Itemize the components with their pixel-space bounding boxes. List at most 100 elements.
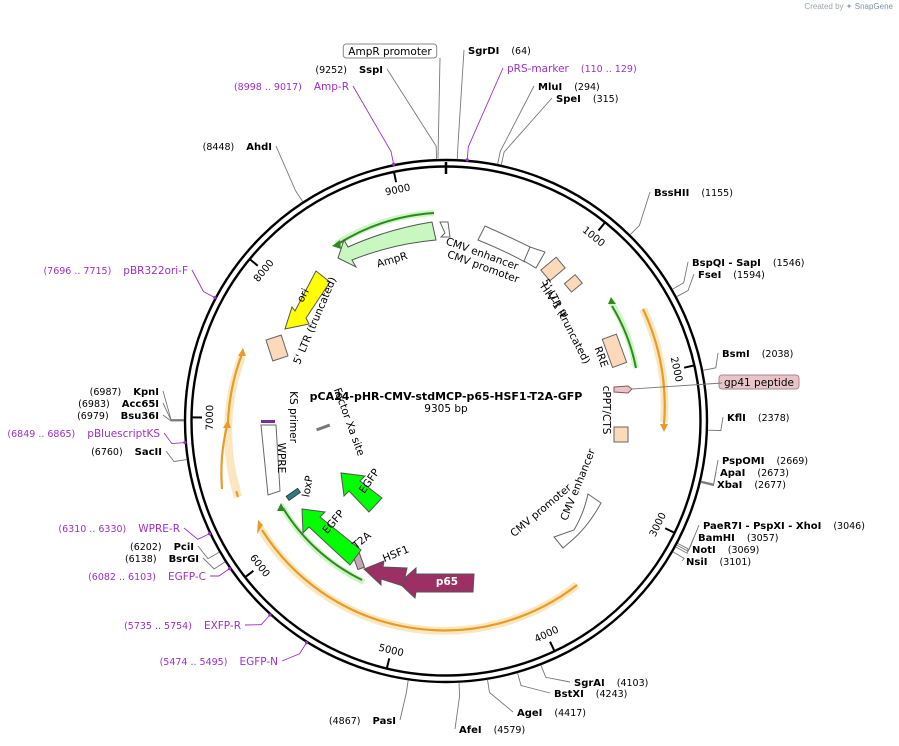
primer-name: EGFP-N (239, 656, 278, 668)
boxed-label-frame (342, 43, 438, 59)
orf-arc-left2 (223, 424, 241, 493)
site-position: (6202) (130, 542, 162, 553)
site-leader-line (197, 545, 220, 560)
site-position: (6979) (77, 411, 109, 422)
site-position: (2038) (762, 349, 794, 360)
primer-mark (207, 532, 212, 536)
snapgene-credit: Created by ✦ SnapGene (804, 2, 893, 11)
site-position: (4243) (596, 689, 628, 700)
site-name: FseI (698, 270, 721, 281)
site-name: BspQI - SapI (692, 258, 761, 269)
site-leader-line (454, 682, 461, 730)
site-lines (162, 49, 724, 730)
site-leader-line (162, 390, 185, 420)
tick-mark (549, 641, 556, 652)
primer-position: (8998 .. 9017) (234, 82, 302, 93)
primer-name: Amp-R (314, 81, 349, 93)
site-name: SpeI (556, 94, 581, 105)
primer-mark (183, 440, 187, 445)
primer-leader-line (352, 85, 395, 165)
orf-arrowhead (660, 424, 668, 432)
primer-name: WPRE-R (138, 523, 180, 535)
primer-position: (5735 .. 5754) (124, 621, 192, 632)
tick-mark (683, 364, 695, 369)
ori-feature (284, 270, 331, 330)
site-position: (2378) (758, 413, 790, 424)
site-position: (3046) (833, 521, 865, 532)
primer-mark (268, 613, 272, 617)
site-position: (4417) (554, 708, 586, 719)
site-leader-line (676, 273, 695, 298)
site-position: (294) (574, 82, 600, 93)
site-position: (4579) (494, 725, 526, 736)
primer-name: pBR322ori-F (123, 265, 188, 277)
site-name: SgrDI (468, 46, 499, 57)
site-name: PspOMI (722, 456, 764, 467)
primer-mark (304, 641, 309, 645)
ampr-arrowhead (332, 240, 341, 249)
boxed-labels: AmpR promoter gp41 peptide (342, 43, 800, 390)
green-arrowhead (608, 297, 616, 304)
ampr-outer-arc-line (337, 212, 435, 245)
green-arc-right-line (611, 305, 637, 369)
site-name: SspI (359, 65, 383, 76)
site-position: (1155) (701, 188, 733, 199)
ltr-right-box (563, 273, 583, 293)
site-position: (2673) (757, 468, 789, 479)
site-position: (3057) (747, 533, 779, 544)
site-leader-line (707, 416, 724, 432)
primer-leader-line (163, 432, 185, 445)
tick-mark (664, 527, 675, 534)
feature-label: KS primer (287, 391, 299, 443)
primer-position: (6849 .. 6865) (7, 429, 75, 440)
plasmid-size: 9305 bp (424, 403, 468, 415)
gp41-leader-line (631, 382, 723, 390)
primer-name: pBluescriptKS (87, 428, 160, 440)
site-name: NotI (692, 545, 716, 556)
boxed-label-text: AmpR promoter (348, 46, 432, 58)
site-name: KpnI (133, 387, 159, 398)
feature-label: ori (295, 287, 312, 305)
site-name: BssHII (654, 188, 689, 199)
site-position: (6987) (90, 387, 122, 398)
tick-label: 7000 (205, 405, 216, 431)
egfp-lower-feature (301, 508, 362, 566)
site-labels: SgrDI(64)MluI(294)SpeI(315)BssHII(1155)B… (7, 46, 864, 736)
primer-position: (6310 .. 6330) (58, 524, 126, 535)
site-position: (9252) (315, 65, 347, 76)
tick-label: 6000 (247, 553, 271, 580)
feature-shapes (260, 221, 633, 600)
orf-arc-2000-line (642, 308, 666, 425)
site-leader-line (162, 402, 185, 421)
p65-feature (398, 566, 475, 600)
boxed-label-frame (718, 374, 800, 390)
primer-mark (392, 162, 396, 166)
site-name: SgrAI (574, 678, 605, 689)
site-leader-line (497, 85, 535, 165)
site-leader-line (202, 557, 226, 570)
tick-mark (244, 569, 254, 578)
site-leader-line (672, 261, 689, 290)
gp41-shape (613, 385, 633, 394)
tick-label: 1000 (580, 225, 607, 249)
tick-label: 2000 (668, 356, 684, 383)
primer-position: (6082 .. 6103) (88, 572, 156, 583)
site-position: (6138) (125, 554, 157, 565)
tick-mark (249, 258, 259, 267)
orf-arrowhead (223, 420, 231, 428)
site-name: XbaI (717, 480, 742, 491)
site-leader-line (165, 450, 187, 462)
primer-position: (5474 .. 5495) (160, 657, 228, 668)
site-position: (8448) (203, 142, 235, 153)
green-arcs (277, 210, 639, 585)
backbone-outer (183, 158, 709, 684)
site-name: PaeR7I - PspXI - XhoI (703, 521, 821, 532)
primer-position: (110 .. 129) (581, 64, 637, 75)
primer-position: (7696 .. 7715) (43, 266, 111, 277)
boxed-label-text: gp41 peptide (724, 377, 794, 389)
site-leader-line (487, 679, 514, 713)
site-position: (4867) (329, 716, 361, 727)
site-name: Acc65I (122, 399, 159, 410)
feature-label: HSF1 (381, 544, 411, 565)
